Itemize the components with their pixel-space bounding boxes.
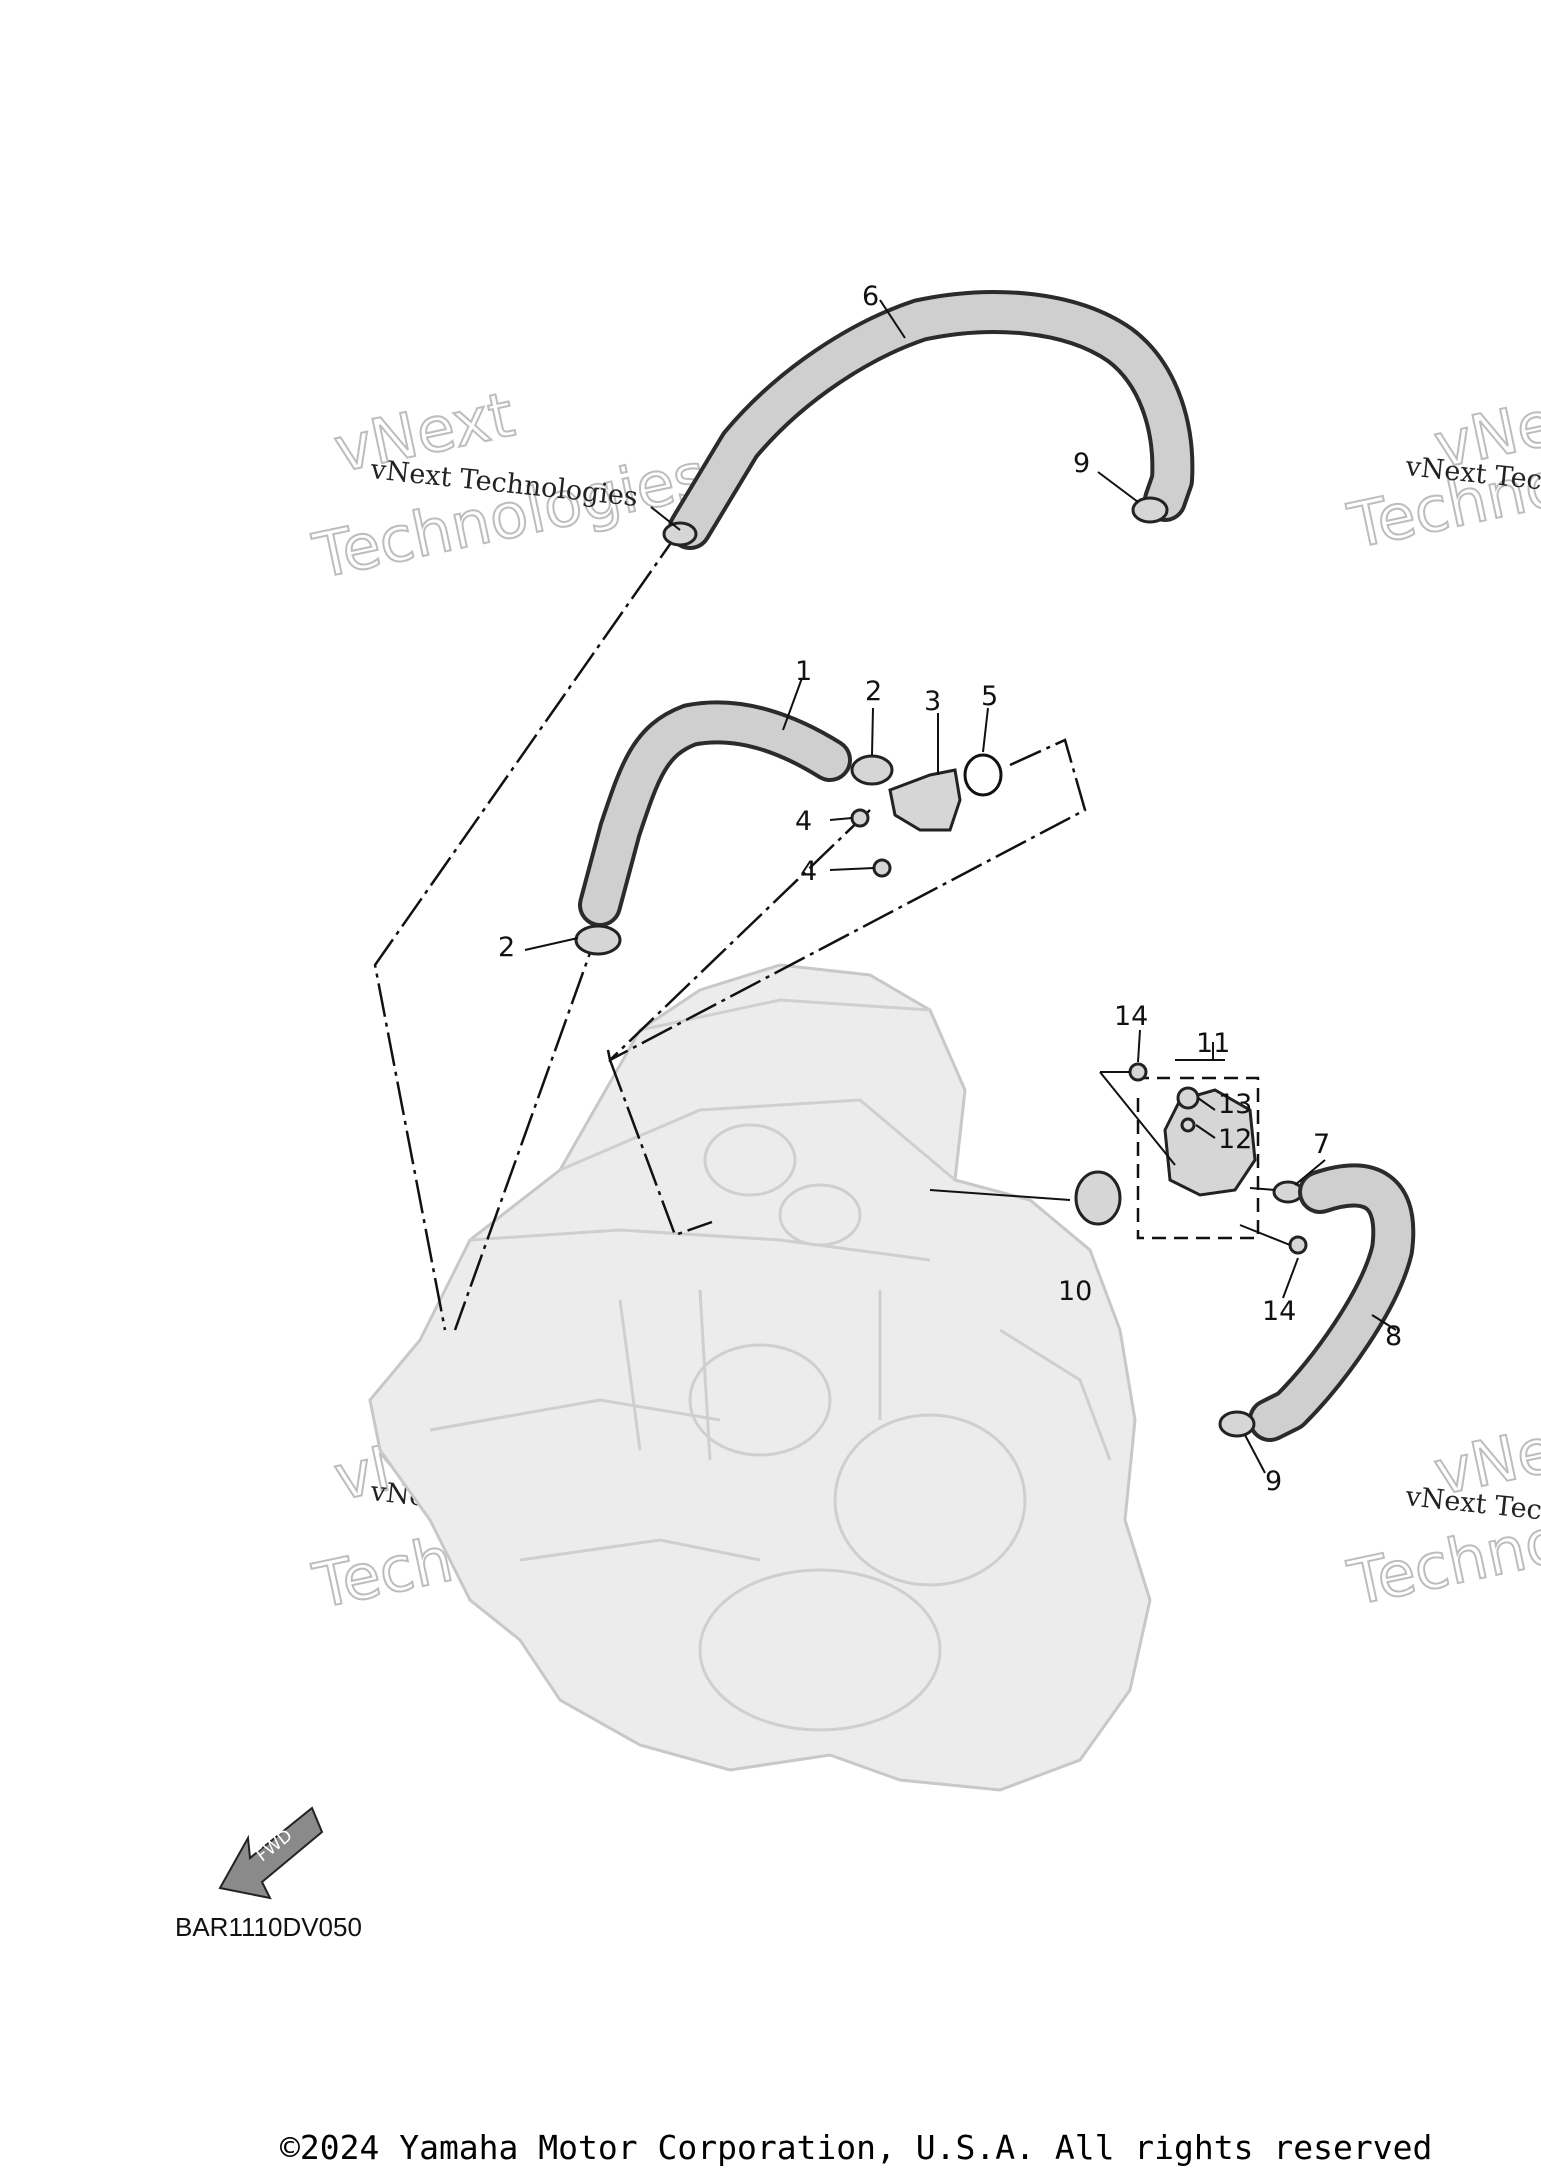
callout-8: 8 [1385, 1321, 1402, 1352]
hose-6 [668, 290, 1195, 550]
engine-illustration [368, 963, 1152, 1792]
washer-12 [1180, 1117, 1196, 1133]
thermostat-10 [1074, 1170, 1122, 1226]
bolt-4-upper [850, 808, 870, 828]
callout-14-upper: 14 [1114, 1001, 1148, 1032]
callout-7: 7 [1313, 1129, 1330, 1160]
hose-1 [578, 700, 852, 927]
callouts: 6 9 1 2 3 5 4 4 2 14 11 13 12 7 10 14 8 … [498, 281, 1402, 1497]
hose-8 [1248, 1163, 1416, 1442]
callout-5: 5 [981, 681, 998, 712]
callout-9-lower: 9 [1265, 1466, 1282, 1497]
callout-11: 11 [1196, 1028, 1230, 1059]
clamp-9-upper [1131, 496, 1169, 524]
o-ring-5 [963, 753, 1003, 797]
fitting-13 [1176, 1086, 1200, 1110]
callout-10: 10 [1058, 1276, 1092, 1307]
callout-12: 12 [1218, 1124, 1252, 1155]
callout-14-lower: 14 [1262, 1296, 1296, 1327]
callout-2-upper: 2 [865, 676, 882, 707]
copyright-notice: ©2024 Yamaha Motor Corporation, U.S.A. A… [280, 2128, 1433, 2167]
leader-lines [524, 299, 1397, 1474]
fwd-arrow: FWD [218, 1806, 324, 1900]
callout-1: 1 [795, 656, 812, 687]
callout-13: 13 [1218, 1089, 1252, 1120]
callout-4-upper: 4 [795, 806, 812, 837]
clamp-9-lower [1218, 1410, 1256, 1438]
fwd-arrow-icon [218, 1806, 324, 1900]
assembly-lines [373, 529, 1260, 1331]
diagram-code: BAR1110DV050 [175, 1912, 362, 1942]
bolt-4-lower [872, 858, 892, 878]
bolt-14-lower [1288, 1235, 1308, 1255]
callout-6: 6 [862, 281, 879, 312]
clamp-2-upper [850, 754, 894, 786]
callout-4-lower: 4 [800, 856, 817, 887]
clamp-6-left [662, 521, 698, 547]
bolt-14-upper [1128, 1062, 1148, 1082]
joint-3 [888, 768, 962, 832]
clamp-2-lower [574, 924, 622, 956]
clamp-7 [1272, 1180, 1304, 1204]
thermostat-housing-11 [1163, 1088, 1257, 1197]
callout-2-lower: 2 [498, 932, 515, 963]
callout-3: 3 [924, 686, 941, 717]
callout-9-upper: 9 [1073, 448, 1090, 479]
